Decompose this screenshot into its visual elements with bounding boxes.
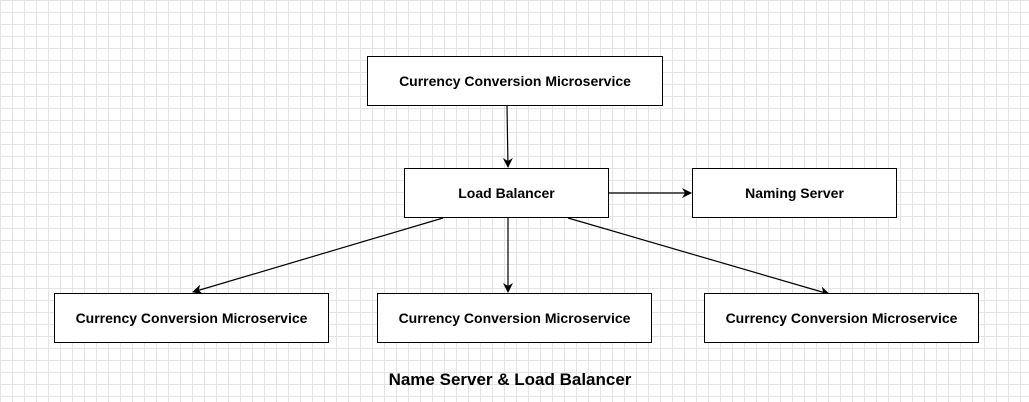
diagram-caption: Name Server & Load Balancer	[388, 370, 632, 389]
node-load-balancer[interactable]: Load Balancer	[404, 168, 609, 218]
edge-top-to-load-balancer	[502, 105, 513, 168]
node-label: Naming Server	[745, 185, 844, 201]
node-label: Currency Conversion Microservice	[399, 73, 631, 89]
node-label: Currency Conversion Microservice	[725, 310, 958, 326]
node-label: Currency Conversion Microservice	[398, 310, 631, 326]
node-left-currency-conversion-microservice[interactable]: Currency Conversion Microservice	[54, 293, 329, 343]
edge-load-balancer-to-right-service	[567, 217, 830, 297]
node-right-currency-conversion-microservice[interactable]: Currency Conversion Microservice	[704, 293, 979, 343]
node-label: Load Balancer	[458, 185, 555, 201]
edge-load-balancer-to-left-service	[192, 217, 444, 295]
node-naming-server[interactable]: Naming Server	[692, 168, 897, 218]
node-label: Currency Conversion Microservice	[75, 310, 308, 326]
node-center-currency-conversion-microservice[interactable]: Currency Conversion Microservice	[377, 293, 652, 343]
node-top-currency-conversion-microservice[interactable]: Currency Conversion Microservice	[367, 56, 663, 106]
